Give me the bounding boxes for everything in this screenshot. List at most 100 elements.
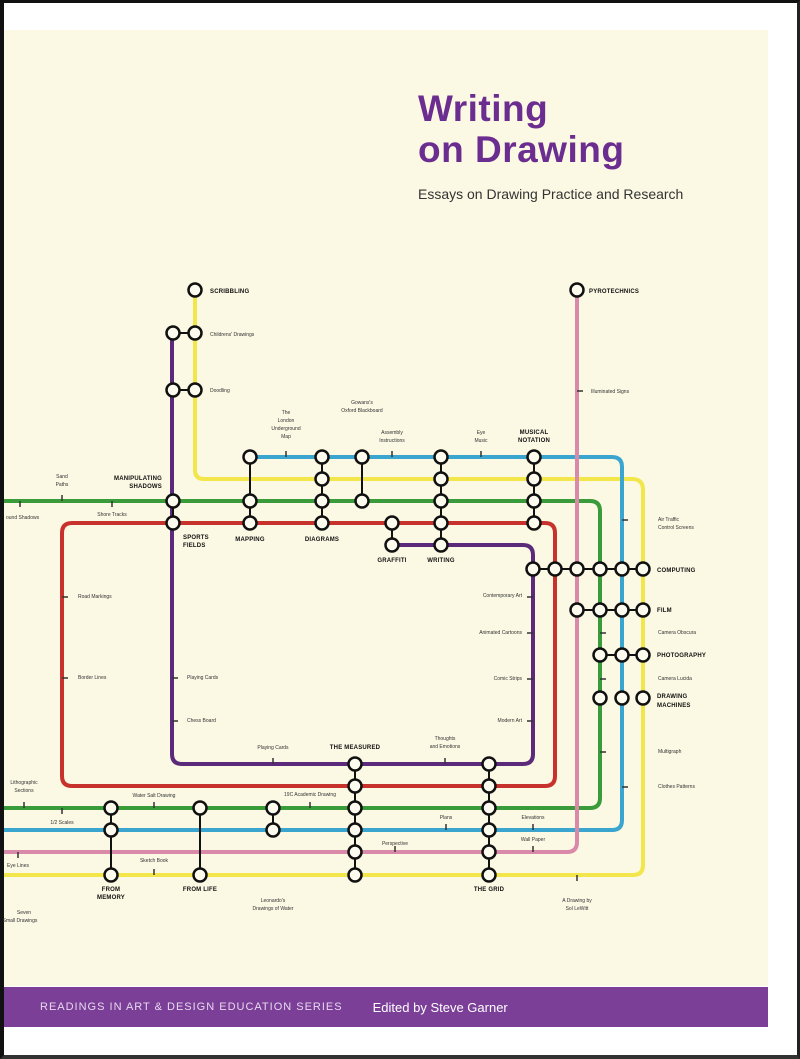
station-label-computing: COMPUTING	[657, 568, 696, 574]
note-plans: Plans	[440, 815, 453, 821]
station-label-from-life: FROM LIFE	[183, 887, 217, 893]
note-leonardo-2: Drawings of Water	[253, 906, 294, 912]
note-camera-lucida: Camera Lucida	[658, 676, 692, 682]
note-modern-art: Modern Art	[498, 718, 523, 724]
station-marker	[635, 647, 651, 663]
title-line-1: Writing	[418, 88, 549, 129]
note-border-lines: Border Lines	[78, 675, 107, 681]
note-illuminated-signs: Illuminated Signs	[591, 389, 630, 395]
station-marker	[242, 449, 258, 465]
station-marker	[526, 493, 542, 509]
station-marker	[433, 449, 449, 465]
note-elevations: Elevations	[521, 815, 545, 821]
line-pink	[4, 290, 579, 854]
note-london-underground-2: London	[278, 418, 295, 424]
station-marker	[187, 282, 203, 298]
station-marker	[614, 602, 630, 618]
book-title: Writing on Drawing	[418, 88, 624, 170]
note-multigraph: Multigraph	[658, 749, 682, 755]
title-line-2: on Drawing	[418, 129, 625, 170]
line-yellow	[4, 290, 645, 877]
line-red	[60, 521, 557, 788]
station-label-manipulating-shadows-2: SHADOWS	[129, 484, 162, 490]
station-marker	[192, 800, 208, 816]
station-marker	[481, 867, 497, 883]
station-label-the-measured: THE MEASURED	[330, 745, 381, 751]
station-marker	[433, 471, 449, 487]
note-air-traffic-2: Control Screens	[658, 525, 694, 531]
note-seven-drawings-2: Small Drawings	[3, 918, 38, 924]
station-marker	[481, 800, 497, 816]
series-name: READINGS IN ART & DESIGN EDUCATION SERIE…	[40, 1001, 343, 1013]
note-wall-paper: Wall Paper	[521, 837, 546, 843]
station-label-drawing-machines-2: MACHINES	[657, 703, 691, 709]
note-gowans-2: Oxford Blackboard	[341, 408, 383, 414]
note-sketch-book: Sketch Book	[140, 858, 169, 864]
station-marker	[635, 602, 651, 618]
note-lithographic: Lithographic	[10, 780, 38, 786]
station-marker	[614, 561, 630, 577]
line-blue	[4, 455, 624, 832]
station-marker	[481, 778, 497, 794]
note-half-scales: 1/2 Scales	[50, 820, 74, 826]
station-label-musical-notation: MUSICAL	[520, 430, 549, 436]
station-marker	[103, 867, 119, 883]
station-marker	[165, 493, 181, 509]
note-chess-board: Chess Board	[187, 718, 216, 724]
station-marker	[347, 800, 363, 816]
note-leonardo: Leonardo's	[261, 898, 286, 904]
station-marker	[347, 756, 363, 772]
station-label-from-memory-2: MEMORY	[97, 895, 125, 901]
station-label-scribbling: SCRIBBLING	[210, 289, 249, 295]
station-marker	[354, 449, 370, 465]
station-marker	[347, 867, 363, 883]
station-label-musical-notation-2: NOTATION	[518, 438, 550, 444]
note-childrens-drawings: Childrens' Drawings	[210, 332, 255, 338]
note-london-underground: The	[282, 410, 291, 416]
series-banner: READINGS IN ART & DESIGN EDUCATION SERIE…	[4, 987, 768, 1027]
station-marker	[481, 756, 497, 772]
note-sand-paths-2: Paths	[56, 482, 69, 488]
note-perspective: Perspective	[382, 841, 408, 847]
station-marker	[314, 449, 330, 465]
note-shore-tracks: Shore Tracks	[97, 512, 127, 518]
station-marker	[103, 822, 119, 838]
note-road-markings: Road Markings	[78, 594, 112, 600]
station-marker	[314, 471, 330, 487]
note-playing-cards-2: Playing Cards	[257, 745, 289, 751]
note-sol-lewitt: A Drawing by	[562, 898, 592, 904]
station-label-manipulating-shadows: MANIPULATING	[114, 476, 162, 482]
station-marker	[547, 561, 563, 577]
book-subtitle: Essays on Drawing Practice and Research	[418, 186, 684, 202]
station-marker	[592, 647, 608, 663]
station-marker	[242, 515, 258, 531]
note-ground-shadows: ound Shadows	[6, 515, 40, 521]
station-marker	[314, 493, 330, 509]
note-water-salt-drawing: Water Salt Drawing	[133, 793, 176, 799]
station-marker	[592, 602, 608, 618]
station-marker	[187, 382, 203, 398]
station-marker	[526, 449, 542, 465]
note-assembly: Assembly	[381, 430, 403, 436]
station-marker	[526, 515, 542, 531]
station-label-sports-fields: SPORTS	[183, 535, 209, 541]
note-eye-lines: Eye Lines	[7, 863, 29, 869]
station-marker	[635, 561, 651, 577]
note-academic-drawing: 19C Academic Drawing	[284, 792, 336, 798]
station-label-diagrams: DIAGRAMS	[305, 537, 339, 543]
station-marker	[592, 561, 608, 577]
note-thoughts-emotions-2: and Emotions	[430, 744, 461, 750]
station-marker	[265, 822, 281, 838]
note-sol-lewitt-2: Sol LeWitt	[566, 906, 589, 912]
station-marker	[614, 647, 630, 663]
line-green	[4, 499, 602, 810]
station-label-photography: PHOTOGRAPHY	[657, 653, 706, 659]
station-label-writing: WRITING	[427, 558, 455, 564]
station-label-the-grid: THE GRID	[474, 887, 505, 893]
station-marker	[384, 515, 400, 531]
station-marker	[187, 325, 203, 341]
station-marker	[635, 690, 651, 706]
station-marker	[165, 382, 181, 398]
note-assembly-2: Instructions	[379, 438, 405, 444]
